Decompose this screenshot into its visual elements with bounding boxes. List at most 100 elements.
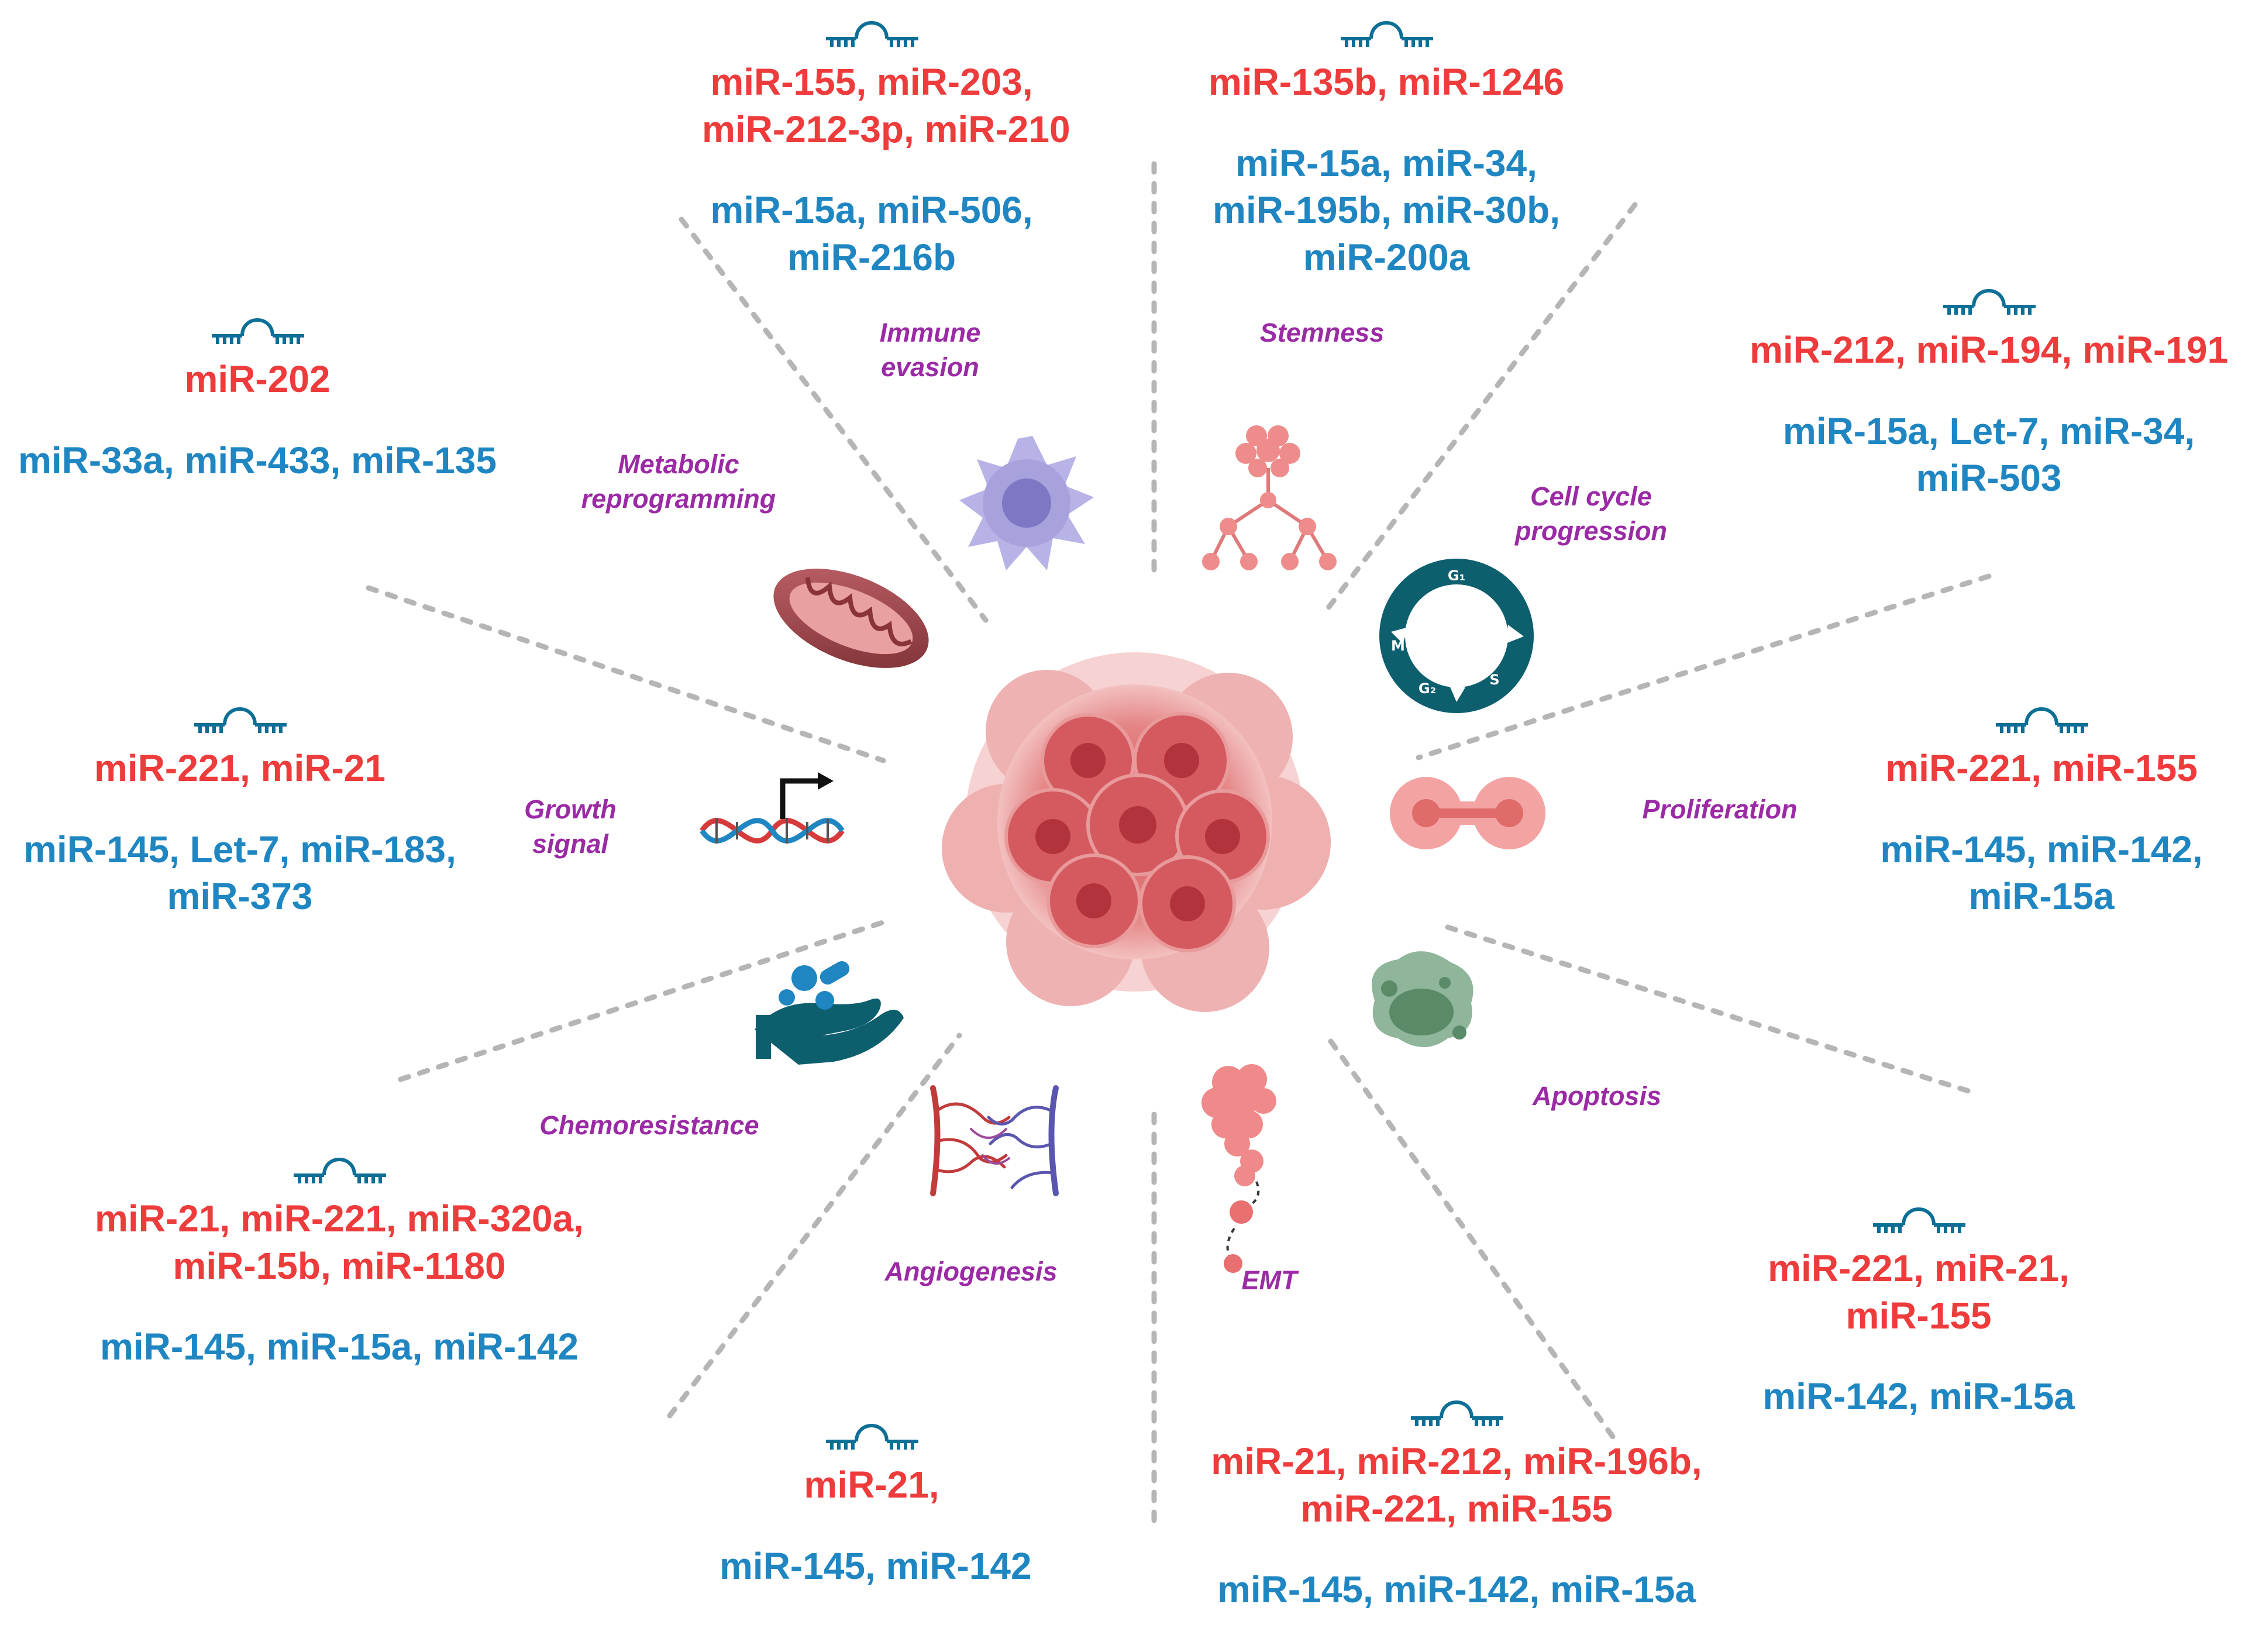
- downregulated-mirnas: miR-145, miR-142, miR-15a: [1205, 1566, 1708, 1613]
- downregulated-mirnas: miR-145, Let-7, miR-183, miR-373: [6, 826, 474, 920]
- apoptotic-cell-icon: [1372, 951, 1473, 1047]
- blood-vessel-network-icon: [930, 1085, 1059, 1196]
- mirna-list-line: miR-15a: [1968, 875, 2115, 918]
- hallmark-label-line: Immune: [879, 318, 981, 347]
- migrating-cells-icon: [1201, 1064, 1276, 1273]
- upregulated-mirnas: miR-21, miR-221, miR-320a, miR-15b, miR-…: [88, 1195, 591, 1289]
- downregulated-mirnas: miR-145, miR-15a, miR-142: [88, 1323, 591, 1371]
- phase-m-label: M: [1391, 638, 1405, 654]
- mirna-list-line: miR-21, miR-212, miR-196b,: [1211, 1440, 1702, 1482]
- hallmark-label-line: reprogramming: [581, 483, 776, 514]
- downregulated-mirnas: miR-15a, Let-7, miR-34, miR-503: [1749, 408, 2229, 502]
- hallmark-label-growth-signal: Growth signal: [503, 793, 638, 861]
- hallmark-label-line: Angiogenesis: [884, 1257, 1058, 1286]
- mirna-list-line: miR-155: [1846, 1294, 1992, 1337]
- divider-line: [1416, 573, 1992, 760]
- hallmark-label-metabolic: Metabolic reprogramming: [567, 448, 790, 516]
- upregulated-mirnas: miR-135b, miR-1246: [1187, 58, 1585, 106]
- dna-transcription-icon: [700, 772, 845, 844]
- hand-pills-icon: [755, 961, 904, 1065]
- mirna-group-chemoresistance: miR-21, miR-221, miR-320a, miR-15b, miR-…: [88, 1149, 591, 1371]
- mirna-hairpin-icon: [1943, 289, 2036, 315]
- hallmark-label-line: Growth: [524, 794, 617, 824]
- downregulated-mirnas: miR-145, miR-142: [719, 1543, 1032, 1590]
- mirna-hairpin-icon: [1873, 1207, 1965, 1233]
- hallmark-label-line: Chemoresistance: [539, 1110, 759, 1140]
- mirna-list-line: miR-142, miR-15a: [1762, 1375, 2075, 1418]
- hallmark-label-proliferation: Proliferation: [1614, 793, 1825, 827]
- upregulated-mirnas: miR-212, miR-194, miR-191: [1749, 326, 2229, 374]
- mirna-list-line: miR-221, miR-21,: [1768, 1247, 2070, 1289]
- mirna-group-proliferation: miR-221, miR-155 miR-145, miR-142, miR-1…: [1866, 699, 2217, 920]
- stem-cell-lineage-icon: [1202, 425, 1337, 570]
- upregulated-mirnas: miR-202: [6, 356, 509, 403]
- mirna-list-line: miR-221, miR-155: [1300, 1487, 1613, 1530]
- mirna-list-line: miR-15a, Let-7, miR-34,: [1782, 409, 2195, 452]
- tumor-cell-cluster-icon: [942, 652, 1331, 1012]
- hallmark-label-chemoresistance: Chemoresistance: [521, 1109, 778, 1143]
- downregulated-mirnas: miR-33a, miR-433, miR-135: [6, 437, 509, 484]
- hallmark-label-line: Cell cycle: [1530, 481, 1652, 511]
- hallmark-label-line: EMT: [1241, 1265, 1297, 1295]
- mirna-list-line: miR-212-3p, miR-210: [702, 108, 1070, 150]
- mirna-list-line: miR-21, miR-221, miR-320a,: [95, 1197, 584, 1240]
- mirna-hairpin-icon: [826, 1424, 918, 1450]
- phase-s-label: S: [1489, 672, 1499, 688]
- downregulated-mirnas: miR-142, miR-15a: [1755, 1373, 2082, 1420]
- hallmark-label-immune-evasion: Immune evasion: [842, 316, 1018, 384]
- mirna-list-line: miR-221, miR-155: [1885, 747, 2198, 789]
- mirna-group-metabolic: miR-202 miR-33a, miR-433, miR-135: [6, 310, 509, 484]
- hallmark-label-line: Metabolic: [618, 449, 739, 479]
- mirna-list-line: miR-145, miR-15a, miR-142: [99, 1326, 579, 1368]
- mirna-list-line: miR-15a, miR-34,: [1235, 142, 1537, 184]
- upregulated-mirnas: miR-221, miR-155: [1866, 745, 2217, 792]
- divider-line: [1328, 1038, 1617, 1442]
- mirna-list-line: miR-212, miR-194, miR-191: [1749, 329, 2229, 371]
- mirna-hairpin-icon: [826, 21, 918, 47]
- mirna-hairpin-icon: [212, 318, 304, 344]
- mirna-list-line: miR-145, miR-142,: [1880, 828, 2203, 870]
- divider-line: [1325, 202, 1638, 611]
- upregulated-mirnas: miR-155, miR-203, miR-212-3p, miR-210: [702, 58, 1070, 153]
- hallmark-label-line: signal: [532, 828, 609, 859]
- mirna-list-line: miR-202: [184, 358, 330, 400]
- mirna-list-line: miR-155, miR-203,: [710, 61, 1033, 103]
- dendritic-cell-icon: [959, 436, 1094, 570]
- mirna-group-angiogenesis: miR-21, miR-145, miR-142: [719, 1416, 1032, 1590]
- divider-lines: [366, 161, 1992, 1527]
- mirna-list-line: miR-373: [167, 875, 313, 918]
- mirna-group-emt: miR-21, miR-212, miR-196b, miR-221, miR-…: [1205, 1392, 1708, 1613]
- hallmark-label-apoptosis: Apoptosis: [1509, 1079, 1685, 1114]
- hallmark-label-line: Stemness: [1259, 318, 1385, 347]
- mirna-group-cell-cycle: miR-212, miR-194, miR-191 miR-15a, Let-7…: [1749, 281, 2229, 502]
- mirna-list-line: miR-195b, miR-30b,: [1213, 189, 1560, 232]
- divider-line: [1445, 924, 1971, 1094]
- hallmark-label-line: Apoptosis: [1533, 1081, 1661, 1111]
- downregulated-mirnas: miR-15a, miR-34, miR-195b, miR-30b, miR-…: [1187, 140, 1585, 281]
- mirna-list-line: miR-200a: [1303, 236, 1470, 278]
- hallmark-label-cell-cycle: Cell cycle progression: [1486, 480, 1696, 548]
- hallmark-label-line: evasion: [881, 352, 979, 382]
- hallmark-label-line: progression: [1514, 515, 1668, 546]
- phase-g2-label: G₂: [1419, 680, 1436, 697]
- hallmark-label-emt: EMT: [1223, 1264, 1316, 1298]
- mirna-group-growth-signal: miR-221, miR-21 miR-145, Let-7, miR-183,…: [6, 699, 474, 920]
- downregulated-mirnas: miR-145, miR-142, miR-15a: [1866, 826, 2217, 920]
- mirna-group-stemness: miR-135b, miR-1246 miR-15a, miR-34, miR-…: [1187, 13, 1585, 281]
- mirna-hairpin-icon: [294, 1158, 386, 1183]
- mirna-hairpin-icon: [1411, 1400, 1503, 1426]
- upregulated-mirnas: miR-221, miR-21, miR-155: [1755, 1245, 2082, 1339]
- mirna-list-line: miR-33a, miR-433, miR-135: [18, 439, 497, 481]
- mirna-list-line: miR-145, Let-7, miR-183,: [23, 828, 456, 870]
- mirna-group-apoptosis: miR-221, miR-21, miR-155 miR-142, miR-15…: [1755, 1199, 2082, 1420]
- divider-line: [667, 1032, 962, 1419]
- mirna-list-line: miR-135b, miR-1246: [1208, 61, 1565, 103]
- mirna-list-line: miR-145, miR-142, miR-15a: [1217, 1568, 1696, 1611]
- upregulated-mirnas: miR-21,: [719, 1461, 1024, 1509]
- divider-line: [398, 918, 889, 1082]
- mirna-list-line: miR-221, miR-21: [94, 747, 385, 789]
- mirna-list-line: miR-216b: [787, 236, 956, 278]
- mirna-list-line: miR-15b, miR-1180: [173, 1244, 506, 1287]
- downregulated-mirnas: miR-15a, miR-506, miR-216b: [702, 187, 1041, 281]
